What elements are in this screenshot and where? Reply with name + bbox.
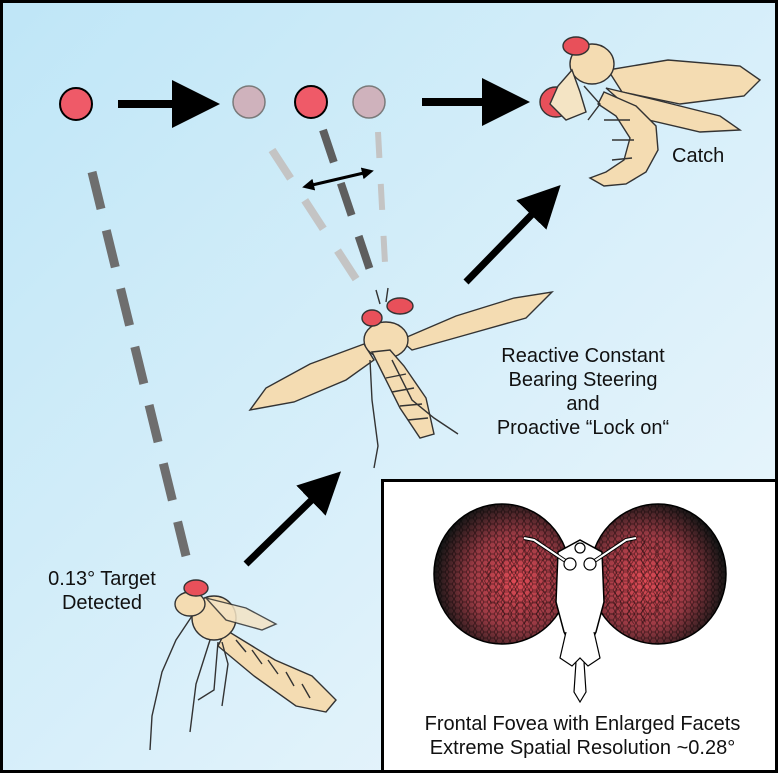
compound-eye-inset: Frontal Fovea with Enlarged Facets Extre… — [381, 479, 778, 773]
detected-label: 0.13° Target Detected — [22, 567, 182, 615]
steering-line-2: Bearing Steering — [468, 368, 698, 392]
catch-label: Catch — [672, 144, 724, 168]
steering-line-1: Reactive Constant — [468, 344, 698, 368]
inset-caption-line-1: Frontal Fovea with Enlarged Facets — [384, 712, 778, 736]
steering-label: Reactive Constant Bearing Steering and P… — [468, 344, 698, 440]
target-dot — [60, 88, 92, 120]
catch-text: Catch — [672, 144, 724, 168]
inset-caption: Frontal Fovea with Enlarged Facets Extre… — [384, 712, 778, 760]
steering-line-3: and — [468, 392, 698, 416]
detected-line-1: 0.13° Target — [22, 567, 182, 591]
faded-target-dot — [233, 86, 265, 118]
faded-target-dot — [353, 86, 385, 118]
inset-caption-line-2: Extreme Spatial Resolution ~0.28° — [384, 736, 778, 760]
detected-line-2: Detected — [22, 591, 182, 615]
steering-line-4: Proactive “Lock on“ — [468, 416, 698, 440]
target-dot — [295, 86, 327, 118]
